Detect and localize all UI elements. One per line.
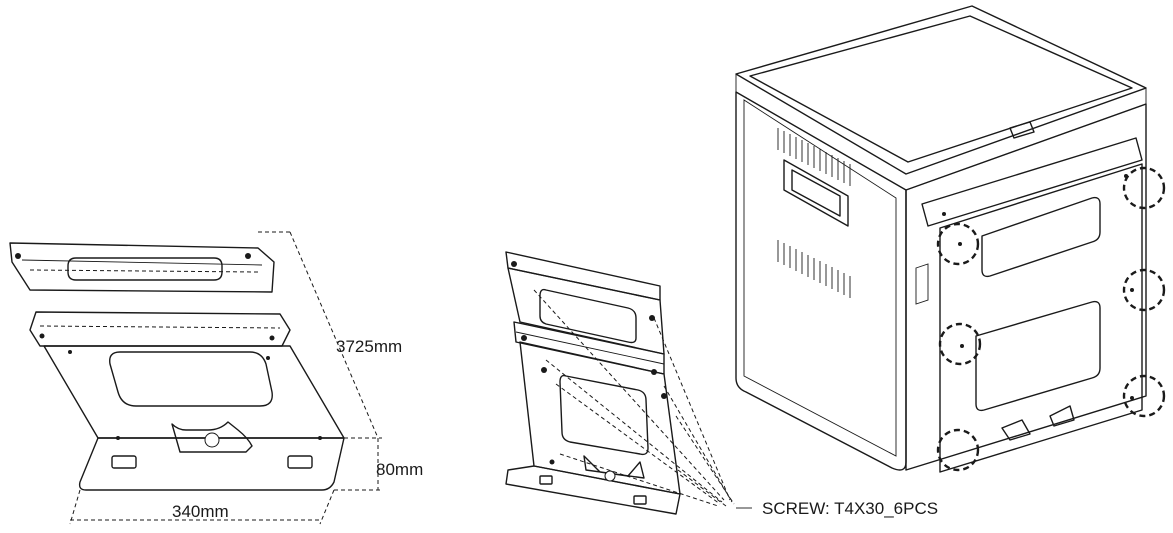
width-dimension-label: 340mm: [172, 502, 229, 521]
bracket-with-screws: SCREW: T4X30_6PCS: [505, 251, 938, 518]
side-vents-bottom: [777, 240, 851, 298]
charging-cabinet: [735, 5, 1166, 473]
mounting-position-markers: [936, 166, 1166, 472]
screw-leader-lines: [533, 289, 735, 507]
screw-points: [511, 261, 667, 465]
mounting-bracket-dimensioned: 3725mm 80mm 340mm: [9, 231, 423, 525]
dimension-lines: [69, 231, 382, 525]
bracket-hole-dots: [15, 253, 322, 440]
screw-callout-label: SCREW: T4X30_6PCS: [762, 499, 938, 518]
depth-dimension-label: 3725mm: [336, 337, 402, 356]
height-dimension-label: 80mm: [376, 460, 423, 479]
side-vents-top: [777, 128, 851, 186]
